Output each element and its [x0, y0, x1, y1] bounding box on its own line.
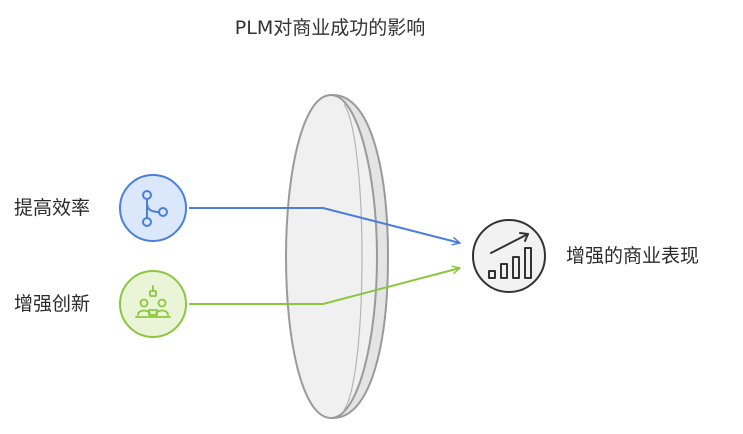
input-node-efficiency: 提高效率 [14, 174, 187, 242]
branch-icon [142, 190, 168, 227]
connector-efficiency-to-performance [189, 207, 461, 246]
growth-chart-icon [488, 232, 532, 279]
input-label-innovation: 增强创新 [14, 293, 90, 315]
input-circle-efficiency [119, 174, 187, 242]
output-circle-performance [472, 219, 546, 293]
team-collaboration-icon [135, 285, 171, 318]
connector-innovation-to-performance [189, 265, 461, 305]
input-label-efficiency: 提高效率 [14, 197, 90, 219]
input-node-innovation: 增强创新 [14, 270, 187, 338]
diagram-title: PLM对商业成功的影响 [235, 17, 425, 39]
lens [284, 93, 390, 420]
lens-front-layer [284, 93, 379, 420]
output-label-performance: 增强的商业表现 [566, 245, 699, 267]
input-circle-innovation [119, 270, 187, 338]
lens-edge-line [343, 103, 363, 411]
output-node-performance: 增强的商业表现 [472, 219, 699, 293]
